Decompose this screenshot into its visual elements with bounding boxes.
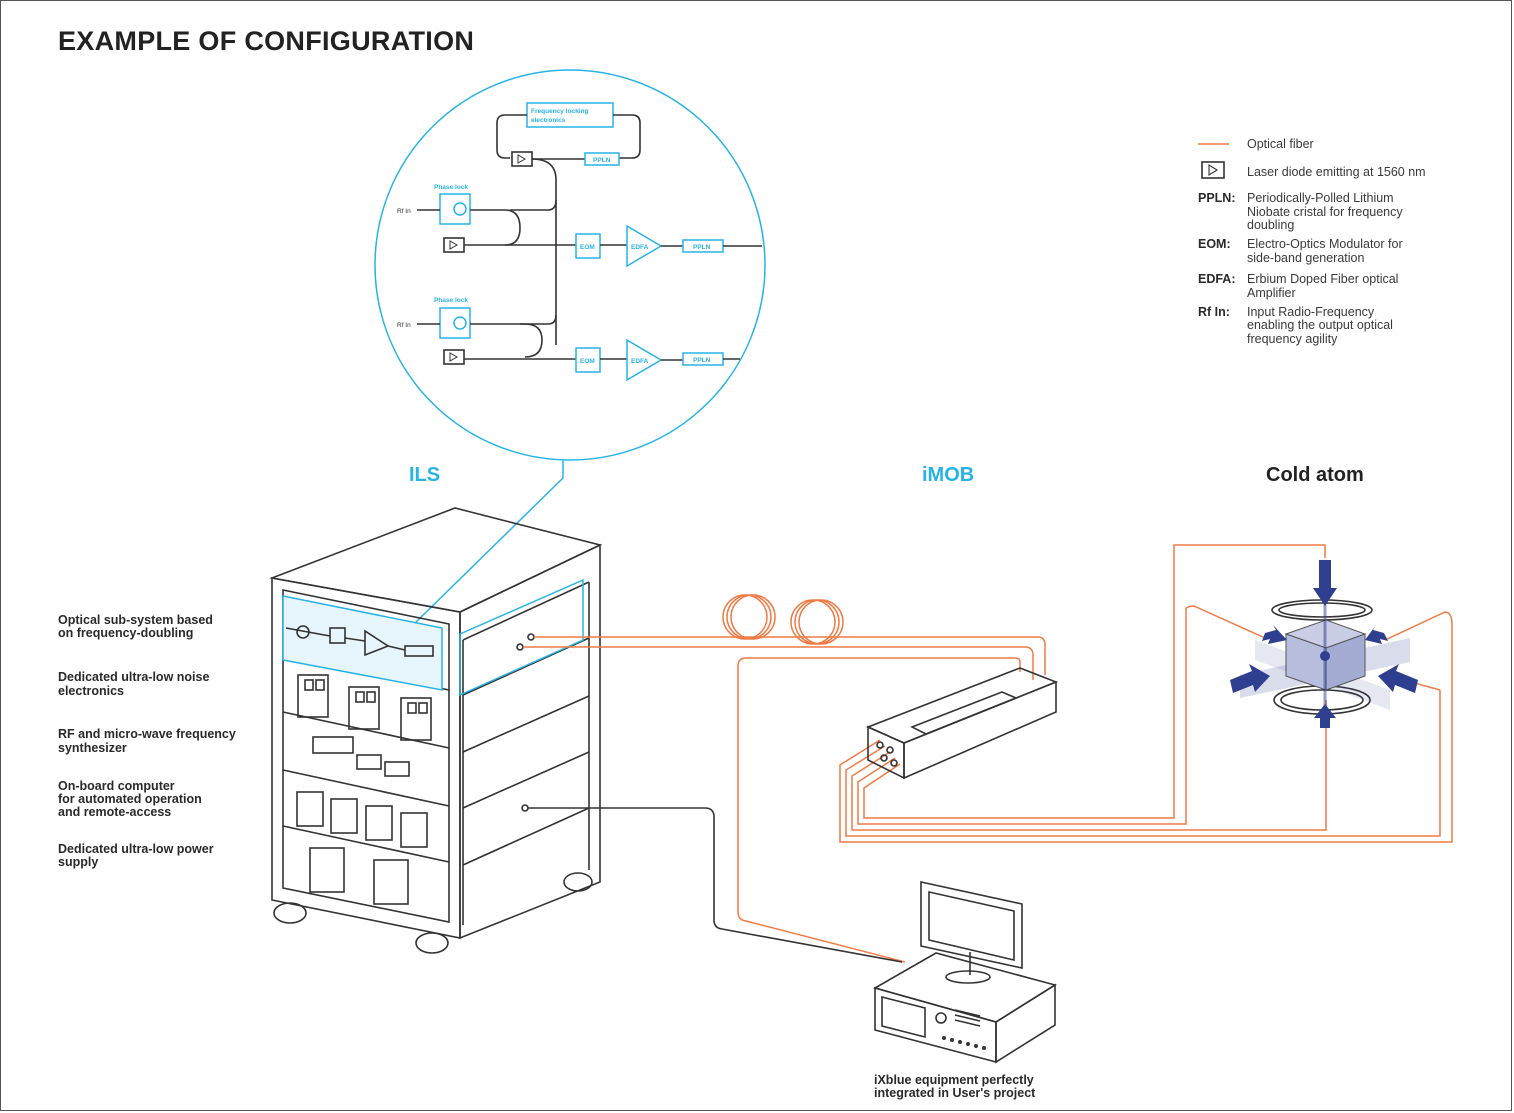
rf-in-label-2: Rf In: [397, 322, 411, 329]
beam-arrow-icon: [1313, 560, 1337, 606]
legend-def-rfin-3: frequency agility: [1247, 332, 1338, 346]
ppln-top-label: PPLN: [593, 157, 611, 164]
zoom-circle: Frequency locking electronics PPLN Phase…: [374, 69, 766, 626]
phase-lock-icon: [453, 202, 467, 216]
ppln-label-2: PPLN: [693, 357, 711, 364]
legend-def-rfin-2: enabling the output optical: [1247, 318, 1393, 332]
eom-label-1: EOM: [580, 244, 595, 251]
beam-arrow-icon: [1230, 664, 1270, 693]
phase-lock-label-1: Phase lock: [434, 184, 468, 191]
phase-lock-label-2: Phase lock: [434, 297, 468, 304]
section-ils: ILS: [409, 464, 440, 486]
bottom-caption-2: integrated in User's project: [874, 1086, 1036, 1100]
side-label-rf-2: synthesizer: [58, 741, 127, 755]
ppln-top-box: [584, 152, 620, 166]
edfa-triangle-2: [626, 338, 663, 382]
legend-def-rfin-1: Input Radio-Frequency: [1247, 305, 1375, 319]
phase-lock-icon: [453, 316, 467, 330]
side-label-electronics-2: electronics: [58, 684, 124, 698]
edfa-triangle-1: [626, 224, 663, 268]
edfa-label-2: EDFA: [631, 358, 649, 365]
section-cold-atom: Cold atom: [1266, 464, 1364, 486]
beam-arrow-icon: [1314, 704, 1336, 728]
section-imob: iMOB: [922, 464, 974, 486]
side-label-power-1: Dedicated ultra-low power: [58, 842, 214, 856]
legend-term-ppln: PPLN:: [1198, 191, 1236, 205]
legend-term-eom: EOM:: [1198, 237, 1231, 251]
side-label-computer-3: and remote-access: [58, 805, 171, 819]
phase-lock-box-2: [439, 307, 471, 339]
legend: Optical fiber Laser diode emitting at 15…: [1198, 137, 1426, 346]
legend-laser-diode: Laser diode emitting at 1560 nm: [1247, 165, 1426, 179]
side-labels: Optical sub-system based on frequency-do…: [58, 613, 236, 869]
side-label-electronics-1: Dedicated ultra-low noise: [58, 670, 209, 684]
legend-optical-fiber: Optical fiber: [1247, 137, 1314, 151]
optical-subsystem-highlight: [282, 595, 443, 691]
side-label-computer-2: for automated operation: [58, 792, 202, 806]
beam-arrow-icon: [1378, 664, 1418, 693]
cold-atom-cell: [1230, 560, 1418, 728]
eom-box-1: [575, 233, 601, 259]
side-label-power-2: supply: [58, 855, 98, 869]
eom-label-2: EOM: [580, 358, 595, 365]
freq-lock-label-2: electronics: [531, 117, 566, 124]
bottom-caption-1: iXblue equipment perfectly: [874, 1073, 1034, 1087]
data-cable: [528, 807, 903, 963]
eom-box-2: [575, 347, 601, 373]
beam-arrow-icon: [1365, 625, 1388, 644]
page-title: EXAMPLE OF CONFIGURATION: [58, 26, 474, 56]
side-label-optical-2: on frequency-doubling: [58, 626, 193, 640]
legend-def-eom-2: side-band generation: [1247, 251, 1364, 265]
rf-in-label-1: Rf In: [397, 208, 411, 215]
beam-arrow-icon: [1262, 625, 1287, 644]
side-label-computer-1: On-board computer: [58, 779, 175, 793]
legend-def-ppln-2: Niobate cristal for frequency: [1247, 205, 1403, 219]
laser-diode-icon: [443, 349, 465, 365]
legend-def-edfa-2: Amplifier: [1247, 286, 1296, 300]
imob-module: [865, 667, 1059, 780]
side-label-rf-1: RF and micro-wave frequency: [58, 727, 236, 741]
side-label-optical-1: Optical sub-system based: [58, 613, 213, 627]
edfa-label-1: EDFA: [631, 244, 649, 251]
legend-def-edfa-1: Erbium Doped Fiber optical: [1247, 272, 1398, 286]
legend-def-ppln-3: doubling: [1247, 218, 1294, 232]
legend-def-eom-1: Electro-Optics Modulator for: [1247, 237, 1403, 251]
ppln-label-1: PPLN: [693, 244, 711, 251]
user-equipment: [872, 881, 1057, 1064]
laser-diode-icon: [443, 237, 465, 253]
ils-cabinet: [269, 507, 603, 954]
legend-term-edfa: EDFA:: [1198, 272, 1236, 286]
freq-lock-label-1: Frequency locking: [531, 108, 588, 115]
legend-def-ppln-1: Periodically-Polled Lithium: [1247, 191, 1394, 205]
laser-diode-icon: [1201, 161, 1225, 179]
phase-lock-box-1: [439, 193, 471, 225]
legend-term-rfin: Rf In:: [1198, 305, 1230, 319]
laser-diode-icon: [511, 151, 533, 167]
optical-fibers: [523, 544, 1453, 963]
